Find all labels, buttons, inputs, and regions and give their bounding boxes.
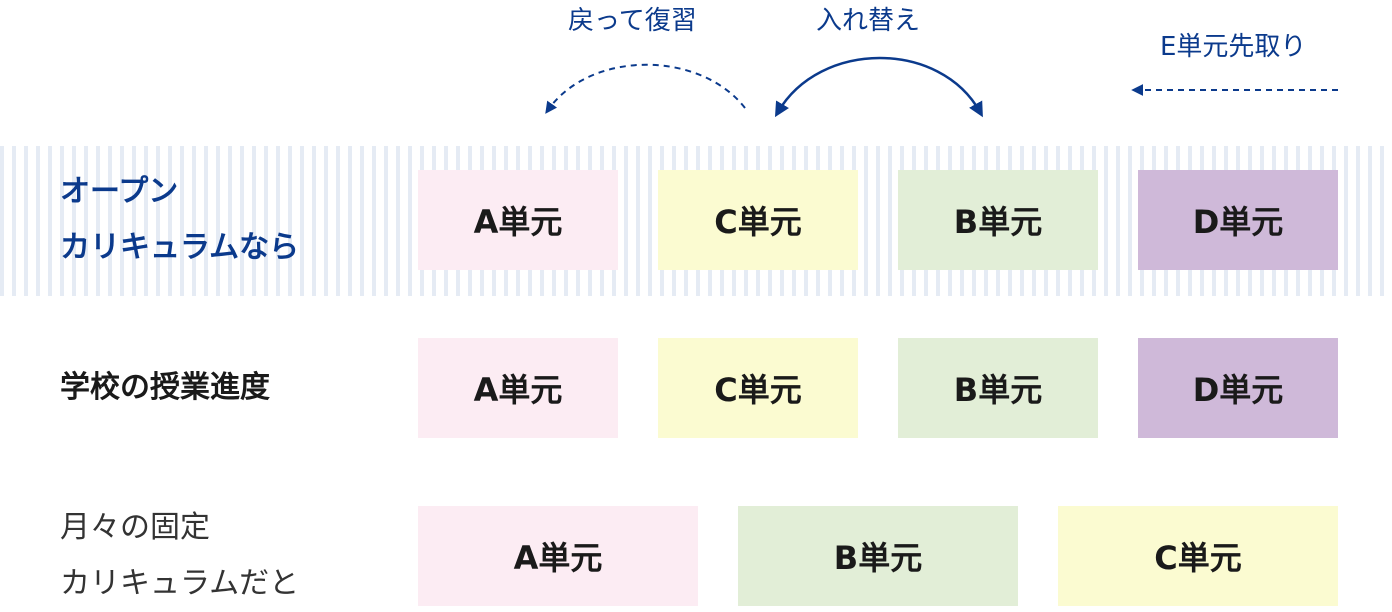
open-unit-d: D単元 [1138,170,1338,270]
swap-arrow [774,56,983,118]
review-annotation: 戻って復習 [568,6,697,36]
school-unit-a: A単元 [418,338,618,438]
open-unit-c: C単元 [658,170,858,270]
school-unit-b: B単元 [898,338,1098,438]
fixed-unit-a: A単元 [418,506,698,606]
open-unit-b: B単元 [898,170,1098,270]
open-unit-a: A単元 [418,170,618,270]
row-label-fixed-curriculum: 月々の固定 カリキュラムだと [60,510,300,601]
fixed-unit-b: B単元 [738,506,1018,606]
row-label-school-pace: 学校の授業進度 [60,370,270,405]
fixed-unit-c: C単元 [1058,506,1338,606]
swap-annotation: 入れ替え [816,6,921,36]
review-arrow [545,63,746,114]
row-label-open-curriculum: オープン カリキュラムなら [60,174,300,265]
school-unit-d: D単元 [1138,338,1338,438]
school-unit-c: C単元 [658,338,858,438]
advance-annotation: E単元先取り [1160,32,1307,62]
